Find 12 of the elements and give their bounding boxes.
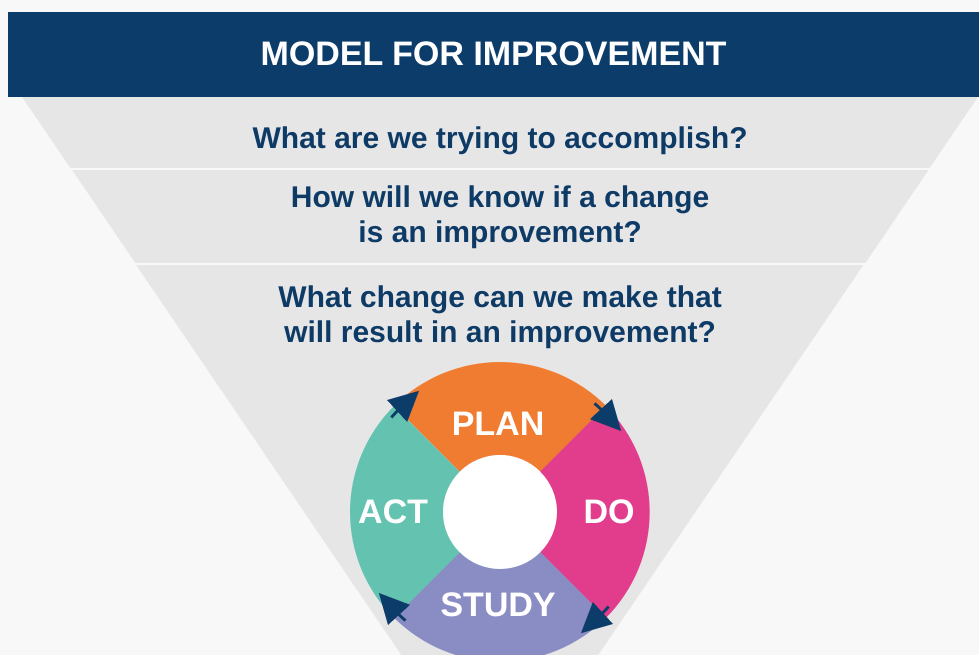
cycle-arrow <box>386 390 420 422</box>
question-text: What change can we make that will result in an improvement? <box>277 280 723 350</box>
cycle-arrow <box>580 602 614 634</box>
stage-label: DO <box>583 492 634 531</box>
cycle-arrow <box>378 592 410 626</box>
title: MODEL FOR IMPROVEMENT <box>260 35 726 74</box>
question-text: What are we trying to accomplish? <box>251 121 749 156</box>
cycle-arrow <box>590 398 622 432</box>
stage-label: STUDY <box>440 586 556 624</box>
question-text: How will we know if a change is an improvement? <box>290 180 710 250</box>
stage-label: PLAN <box>452 405 544 443</box>
stage-label: ACT <box>358 492 428 531</box>
